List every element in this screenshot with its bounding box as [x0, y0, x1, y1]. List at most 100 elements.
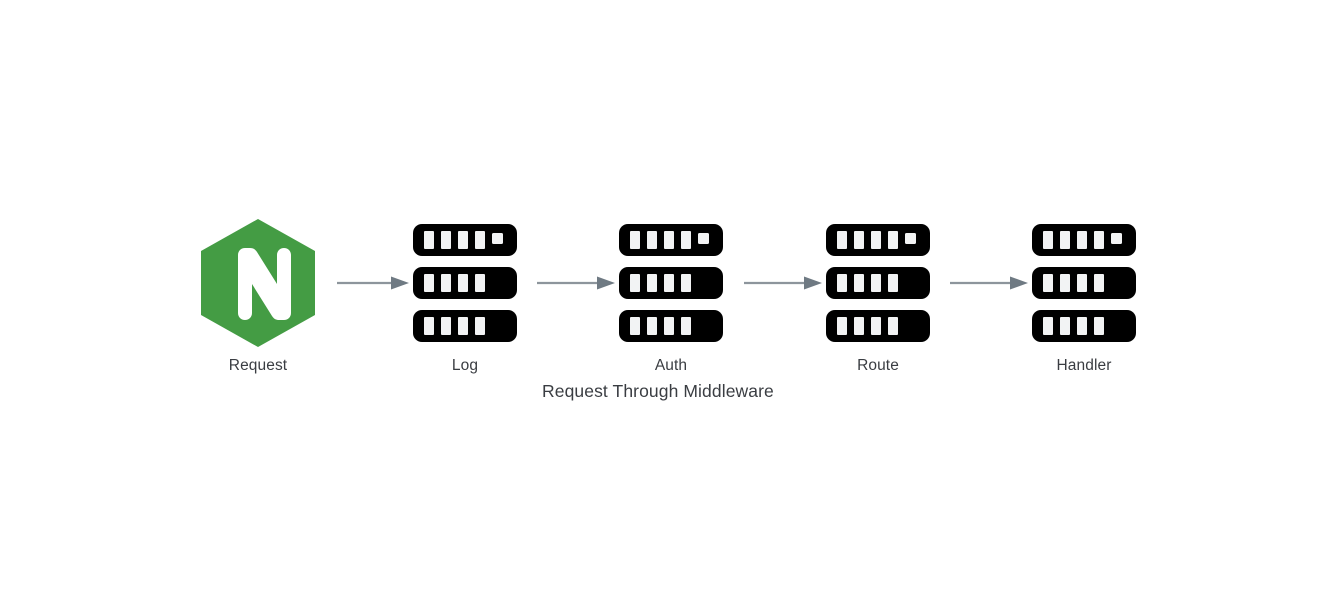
server-slot: [837, 231, 847, 249]
server-stack-icon: [619, 224, 723, 342]
server-slot: [475, 231, 485, 249]
node-auth[interactable]: Auth: [591, 218, 751, 375]
server-slot: [1094, 231, 1104, 249]
node-log-label: Log: [451, 357, 479, 374]
server-slot: [458, 317, 468, 335]
server-slot: [1043, 274, 1053, 292]
server-slot: [837, 317, 847, 335]
server-slots: [837, 317, 898, 335]
server-bar-top: [826, 224, 930, 256]
server-slot: [854, 274, 864, 292]
arrow-request-to-log: [337, 276, 409, 290]
server-slot: [475, 317, 485, 335]
diagram-caption: Request Through Middleware: [542, 381, 774, 401]
server-slot: [630, 231, 640, 249]
arrow-auth-to-route: [744, 276, 822, 290]
server-slot: [1060, 317, 1070, 335]
node-route-art: [798, 218, 958, 348]
node-handler-art: [1004, 218, 1164, 348]
server-slot: [1060, 274, 1070, 292]
server-led-icon: [492, 233, 503, 244]
server-slot: [1043, 231, 1053, 249]
server-led-icon: [698, 233, 709, 244]
server-slots: [837, 231, 898, 249]
server-slot: [441, 317, 451, 335]
server-stack-icon: [413, 224, 517, 342]
server-slot: [458, 274, 468, 292]
server-slot: [1077, 231, 1087, 249]
arrow-route-to-handler: [950, 276, 1028, 290]
server-slot: [1077, 317, 1087, 335]
server-slot: [1060, 231, 1070, 249]
server-slot: [1094, 317, 1104, 335]
server-slot: [871, 274, 881, 292]
server-slot: [854, 231, 864, 249]
nginx-logo-icon: [201, 219, 315, 347]
server-bar-bottom: [413, 310, 517, 342]
server-slots: [424, 231, 485, 249]
server-slot: [837, 274, 847, 292]
server-slots: [1043, 231, 1104, 249]
server-slot: [647, 317, 657, 335]
server-slot: [630, 274, 640, 292]
server-slot: [630, 317, 640, 335]
server-led-icon: [1111, 233, 1122, 244]
server-slots: [1043, 274, 1104, 292]
server-slot: [1094, 274, 1104, 292]
node-auth-art: [591, 218, 751, 348]
server-slot: [681, 317, 691, 335]
server-slot: [441, 231, 451, 249]
server-bar-bottom: [1032, 310, 1136, 342]
server-slot: [424, 274, 434, 292]
server-bar-top: [619, 224, 723, 256]
server-bar-top: [1032, 224, 1136, 256]
node-handler[interactable]: Handler: [1004, 218, 1164, 375]
server-bar-bottom: [826, 310, 930, 342]
server-slot: [664, 231, 674, 249]
server-slot: [458, 231, 468, 249]
server-slot: [888, 274, 898, 292]
server-slot: [681, 274, 691, 292]
server-slot: [647, 231, 657, 249]
server-slots: [630, 317, 691, 335]
server-slots: [630, 274, 691, 292]
server-slot: [647, 274, 657, 292]
server-slot: [424, 231, 434, 249]
server-slot: [888, 317, 898, 335]
node-log[interactable]: Log: [385, 218, 545, 375]
server-slots: [630, 231, 691, 249]
server-slot: [1077, 274, 1087, 292]
server-bar-top: [413, 224, 517, 256]
server-slot: [888, 231, 898, 249]
server-bar-middle: [619, 267, 723, 299]
server-stack-icon: [826, 224, 930, 342]
node-handler-label: Handler: [1056, 357, 1112, 374]
server-slot: [441, 274, 451, 292]
server-slot: [871, 317, 881, 335]
server-bar-middle: [826, 267, 930, 299]
node-log-art: [385, 218, 545, 348]
node-request-art: [178, 218, 338, 348]
node-route-label: Route: [857, 357, 899, 374]
server-bar-middle: [413, 267, 517, 299]
server-slot: [664, 317, 674, 335]
server-slot: [1043, 317, 1053, 335]
server-stack-icon: [1032, 224, 1136, 342]
arrow-log-to-auth: [537, 276, 615, 290]
node-route[interactable]: Route: [798, 218, 958, 375]
server-slot: [424, 317, 434, 335]
server-bar-middle: [1032, 267, 1136, 299]
server-bar-bottom: [619, 310, 723, 342]
server-slots: [424, 274, 485, 292]
server-led-icon: [905, 233, 916, 244]
server-slot: [475, 274, 485, 292]
server-slot: [871, 231, 881, 249]
server-slot: [681, 231, 691, 249]
server-slots: [424, 317, 485, 335]
server-slot: [854, 317, 864, 335]
node-request-label: Request: [228, 357, 288, 374]
node-request[interactable]: Request: [178, 218, 338, 375]
node-auth-label: Auth: [654, 357, 688, 374]
